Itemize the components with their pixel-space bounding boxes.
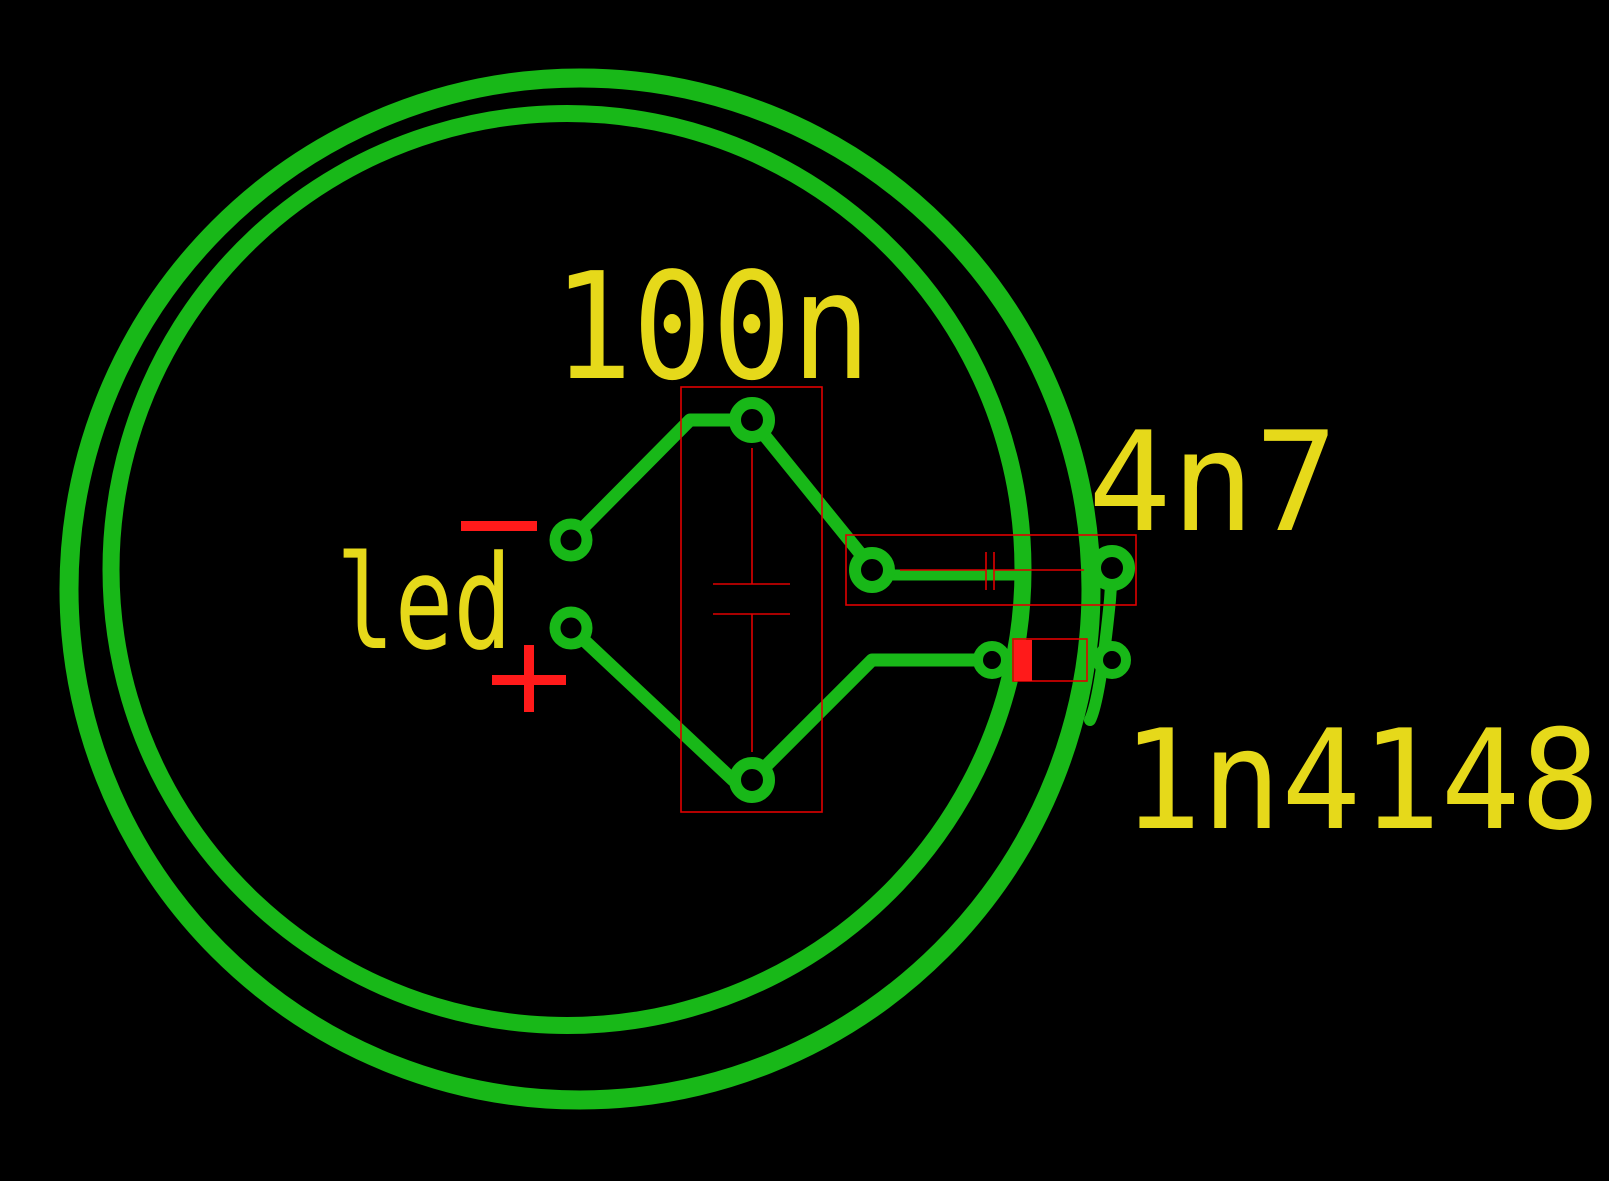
pad-led-plus xyxy=(549,606,593,650)
pads xyxy=(549,397,1135,803)
led-polarity-markers xyxy=(461,521,566,712)
label-led: led xyxy=(336,527,512,679)
pad-4n7-left xyxy=(849,547,895,593)
pad-led-minus xyxy=(549,518,593,562)
pad-diode-anode xyxy=(1093,641,1131,679)
outline-4n7 xyxy=(845,534,1137,606)
trace-led-plus xyxy=(564,621,740,787)
pad-4n7-right xyxy=(1089,545,1135,591)
component-outlines xyxy=(680,386,1137,813)
pad-100n-top xyxy=(729,397,775,443)
outline-1n4148 xyxy=(1012,638,1088,682)
copper-layer xyxy=(59,68,1118,1110)
inner-ring-trace xyxy=(102,105,1032,1034)
pad-diode-cathode xyxy=(973,641,1011,679)
outline-100n xyxy=(680,386,823,813)
pad-100n-bottom xyxy=(729,757,775,803)
trace-cap-bottom xyxy=(745,653,999,787)
outer-ring-trace xyxy=(59,68,1101,1110)
diode-cathode-band xyxy=(1014,640,1032,681)
label-4n7: 4n7 xyxy=(1088,402,1338,563)
label-100n: 100n xyxy=(553,241,871,413)
trace-cap-top xyxy=(745,413,879,575)
label-1n4148: 1n4148 xyxy=(1122,700,1600,861)
